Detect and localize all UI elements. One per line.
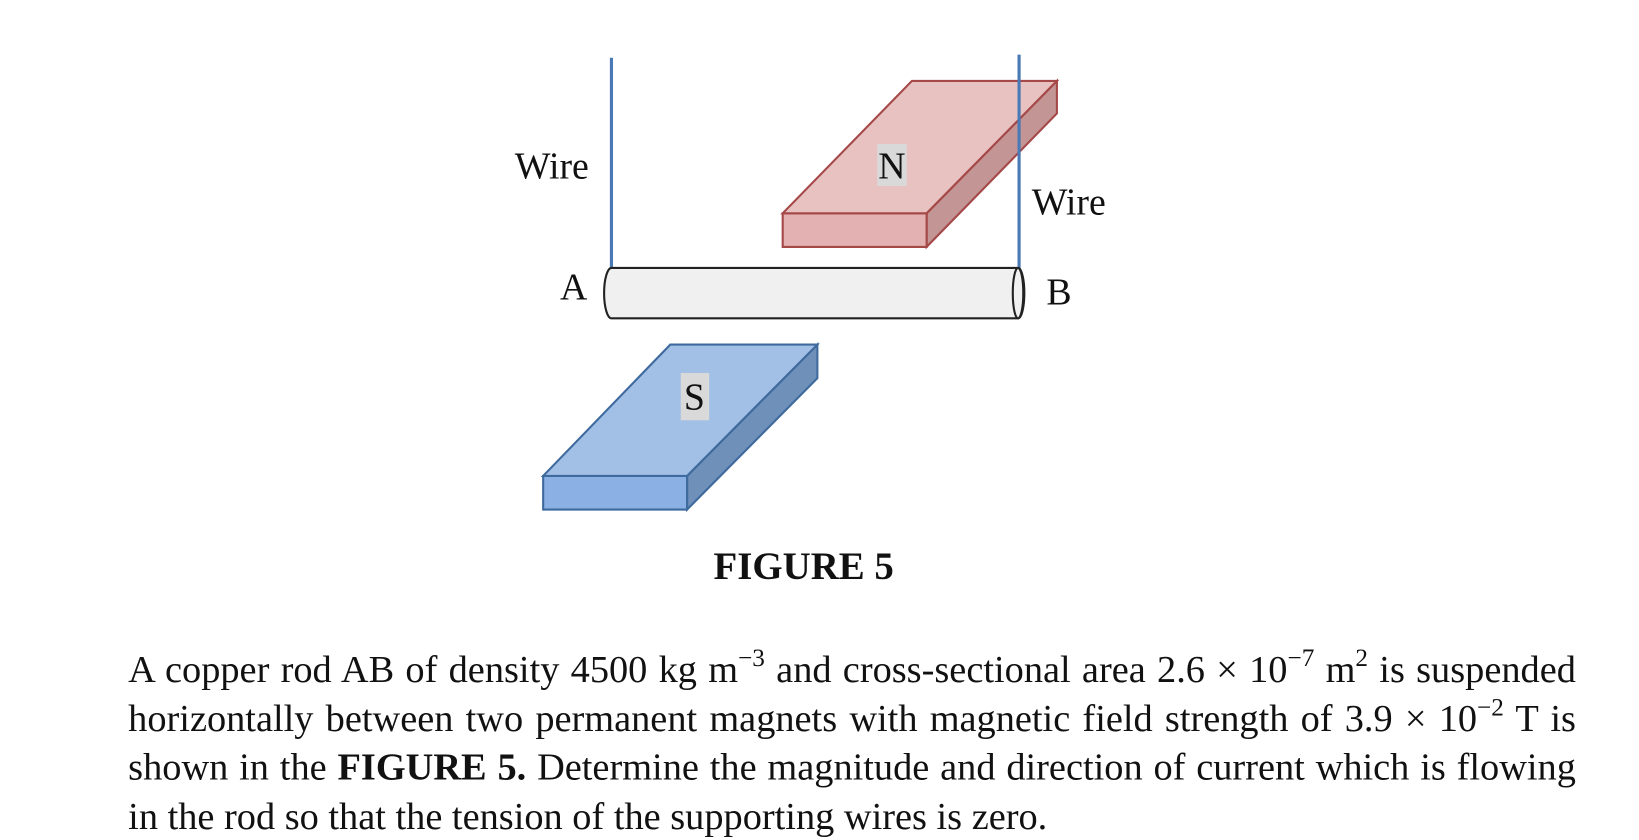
question-segment: m (1314, 647, 1356, 691)
end-a-label: A (560, 266, 588, 308)
right-wire-label: Wire (1032, 181, 1106, 223)
question-text: A copper rod AB of density 4500 kg m−3 a… (128, 645, 1576, 840)
exponent: −2 (1477, 693, 1504, 722)
figure-caption: FIGURE 5 (713, 545, 894, 589)
exponent: 2 (1355, 645, 1369, 673)
exponent: −3 (738, 645, 765, 673)
figure-reference: FIGURE 5. (337, 744, 527, 788)
exponent: −7 (1287, 645, 1315, 673)
south-magnet: S (540, 342, 820, 513)
end-b-label: B (1046, 272, 1071, 314)
question-segment: is suspended horizontally between two pe… (128, 647, 1576, 740)
question-segment: A copper rod AB of density 4500 kg m (128, 647, 739, 691)
left-wire-label: Wire (515, 146, 589, 188)
question-segment: Determine the magnitude and direction of… (128, 744, 1576, 837)
north-magnet: N (780, 78, 1060, 250)
south-pole-label: S (684, 377, 705, 419)
copper-rod (603, 266, 1026, 320)
question-segment: and cross-sectional area 2.6 × 10 (764, 647, 1288, 691)
question-segment: T is shown in the (128, 696, 1576, 788)
north-pole-label: N (878, 146, 905, 188)
